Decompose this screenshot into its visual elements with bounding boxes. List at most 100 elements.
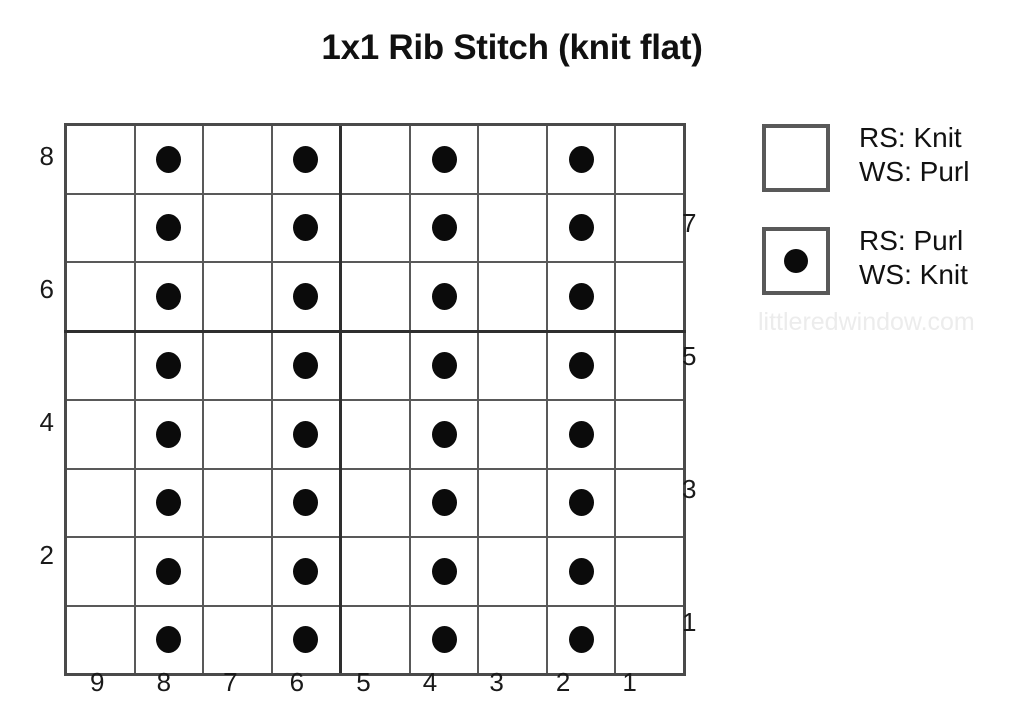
chart-cell-knit[interactable] <box>63 467 136 538</box>
chart-cell-knit[interactable] <box>339 536 411 607</box>
purl-dot-icon <box>431 626 457 654</box>
chart-cell-purl[interactable] <box>545 604 617 676</box>
chart-cell-purl[interactable] <box>133 536 205 607</box>
chart-cell-knit[interactable] <box>339 330 411 401</box>
column-number-8: 8 <box>156 667 172 697</box>
chart-cell-purl[interactable] <box>270 261 342 333</box>
purl-dot-icon <box>293 420 319 448</box>
column-number-5: 5 <box>356 667 371 697</box>
chart-cell-purl[interactable] <box>270 330 342 401</box>
chart-cell-knit[interactable] <box>63 604 136 676</box>
chart-cell-knit[interactable] <box>339 399 411 470</box>
chart-cell-purl[interactable] <box>133 192 205 263</box>
legend-swatch-purl-dot <box>762 227 830 295</box>
chart-cell-knit[interactable] <box>63 123 136 195</box>
purl-dot-icon <box>293 557 319 585</box>
chart-cell-knit[interactable] <box>614 399 686 470</box>
chart-cell-purl[interactable] <box>408 467 480 538</box>
chart-cell-knit[interactable] <box>614 604 686 676</box>
chart-cell-knit[interactable] <box>477 604 548 676</box>
chart-cell-knit[interactable] <box>202 192 273 263</box>
chart-cell-knit[interactable] <box>339 604 411 676</box>
column-number-6: 6 <box>289 667 305 697</box>
chart-cell-purl[interactable] <box>133 399 205 470</box>
chart-cell-knit[interactable] <box>202 261 273 333</box>
chart-cell-knit[interactable] <box>614 261 686 333</box>
chart-cell-knit[interactable] <box>339 261 411 333</box>
chart-row <box>63 123 686 195</box>
purl-dot-icon <box>431 145 457 173</box>
chart-cell-knit[interactable] <box>202 123 273 195</box>
chart-cell-purl[interactable] <box>270 399 342 470</box>
legend-knit-line2: WS: Purl <box>859 156 970 187</box>
chart-cell-knit[interactable] <box>63 330 136 401</box>
chart-cell-knit[interactable] <box>63 399 136 470</box>
chart-row <box>63 536 686 607</box>
legend-purl-line2: WS: Knit <box>859 259 968 290</box>
chart-cell-knit[interactable] <box>202 536 273 607</box>
chart-row <box>63 192 686 263</box>
chart-cell-knit[interactable] <box>614 536 686 607</box>
chart-cell-knit[interactable] <box>477 399 548 470</box>
chart-cell-purl[interactable] <box>545 536 617 607</box>
chart-cell-purl[interactable] <box>408 261 480 333</box>
purl-dot-icon <box>568 214 594 242</box>
chart-cell-knit[interactable] <box>477 261 548 333</box>
legend-purl-line1: RS: Purl <box>859 225 964 256</box>
chart-cell-knit[interactable] <box>614 123 686 195</box>
chart-cell-purl[interactable] <box>545 399 617 470</box>
chart-cell-knit[interactable] <box>63 536 136 607</box>
chart-cell-purl[interactable] <box>408 123 480 195</box>
purl-dot-icon <box>156 489 182 517</box>
chart-cell-purl[interactable] <box>133 261 205 333</box>
chart-cell-purl[interactable] <box>133 467 205 538</box>
chart-cell-purl[interactable] <box>408 399 480 470</box>
chart-cell-knit[interactable] <box>63 261 136 333</box>
chart-cell-knit[interactable] <box>477 330 548 401</box>
chart-cell-knit[interactable] <box>477 536 548 607</box>
chart-cell-knit[interactable] <box>614 330 686 401</box>
chart-cell-purl[interactable] <box>133 123 205 195</box>
chart-cell-knit[interactable] <box>202 604 273 676</box>
chart-cell-purl[interactable] <box>545 123 617 195</box>
chart-cell-purl[interactable] <box>270 467 342 538</box>
chart-cell-purl[interactable] <box>133 604 205 676</box>
chart-cell-purl[interactable] <box>545 330 617 401</box>
chart-cell-purl[interactable] <box>270 604 342 676</box>
chart-cell-purl[interactable] <box>270 536 342 607</box>
row-number-left-4: 4 <box>39 407 54 438</box>
column-number-3: 3 <box>489 667 504 697</box>
chart-cell-purl[interactable] <box>408 192 480 263</box>
legend-label-knit: RS: Knit WS: Purl <box>859 121 969 189</box>
stitch-chart-grid <box>63 123 686 676</box>
chart-cell-knit[interactable] <box>202 399 273 470</box>
chart-cell-knit[interactable] <box>477 467 548 538</box>
chart-cell-knit[interactable] <box>339 467 411 538</box>
chart-cell-knit[interactable] <box>339 123 411 195</box>
purl-dot-icon <box>431 557 457 585</box>
chart-row <box>63 467 686 538</box>
chart-cell-purl[interactable] <box>408 604 480 676</box>
chart-cell-purl[interactable] <box>408 330 480 401</box>
chart-cell-purl[interactable] <box>545 467 617 538</box>
purl-dot-icon <box>568 489 594 517</box>
purl-dot-icon <box>156 420 182 448</box>
chart-cell-purl[interactable] <box>133 330 205 401</box>
chart-cell-knit[interactable] <box>202 467 273 538</box>
chart-cell-knit[interactable] <box>63 192 136 263</box>
chart-cell-purl[interactable] <box>545 192 617 263</box>
chart-cell-purl[interactable] <box>545 261 617 333</box>
chart-cell-knit[interactable] <box>477 192 548 263</box>
chart-cell-purl[interactable] <box>270 192 342 263</box>
chart-cell-purl[interactable] <box>408 536 480 607</box>
row-number-left-6: 6 <box>39 274 54 305</box>
chart-cell-knit[interactable] <box>614 467 686 538</box>
chart-cell-purl[interactable] <box>270 123 342 195</box>
chart-cell-knit[interactable] <box>614 192 686 263</box>
chart-cell-knit[interactable] <box>339 192 411 263</box>
chart-cell-knit[interactable] <box>477 123 548 195</box>
row-number-right-3: 3 <box>682 473 697 504</box>
chart-cell-knit[interactable] <box>202 330 273 401</box>
chart-row <box>63 399 686 470</box>
column-number-2: 2 <box>555 667 571 697</box>
